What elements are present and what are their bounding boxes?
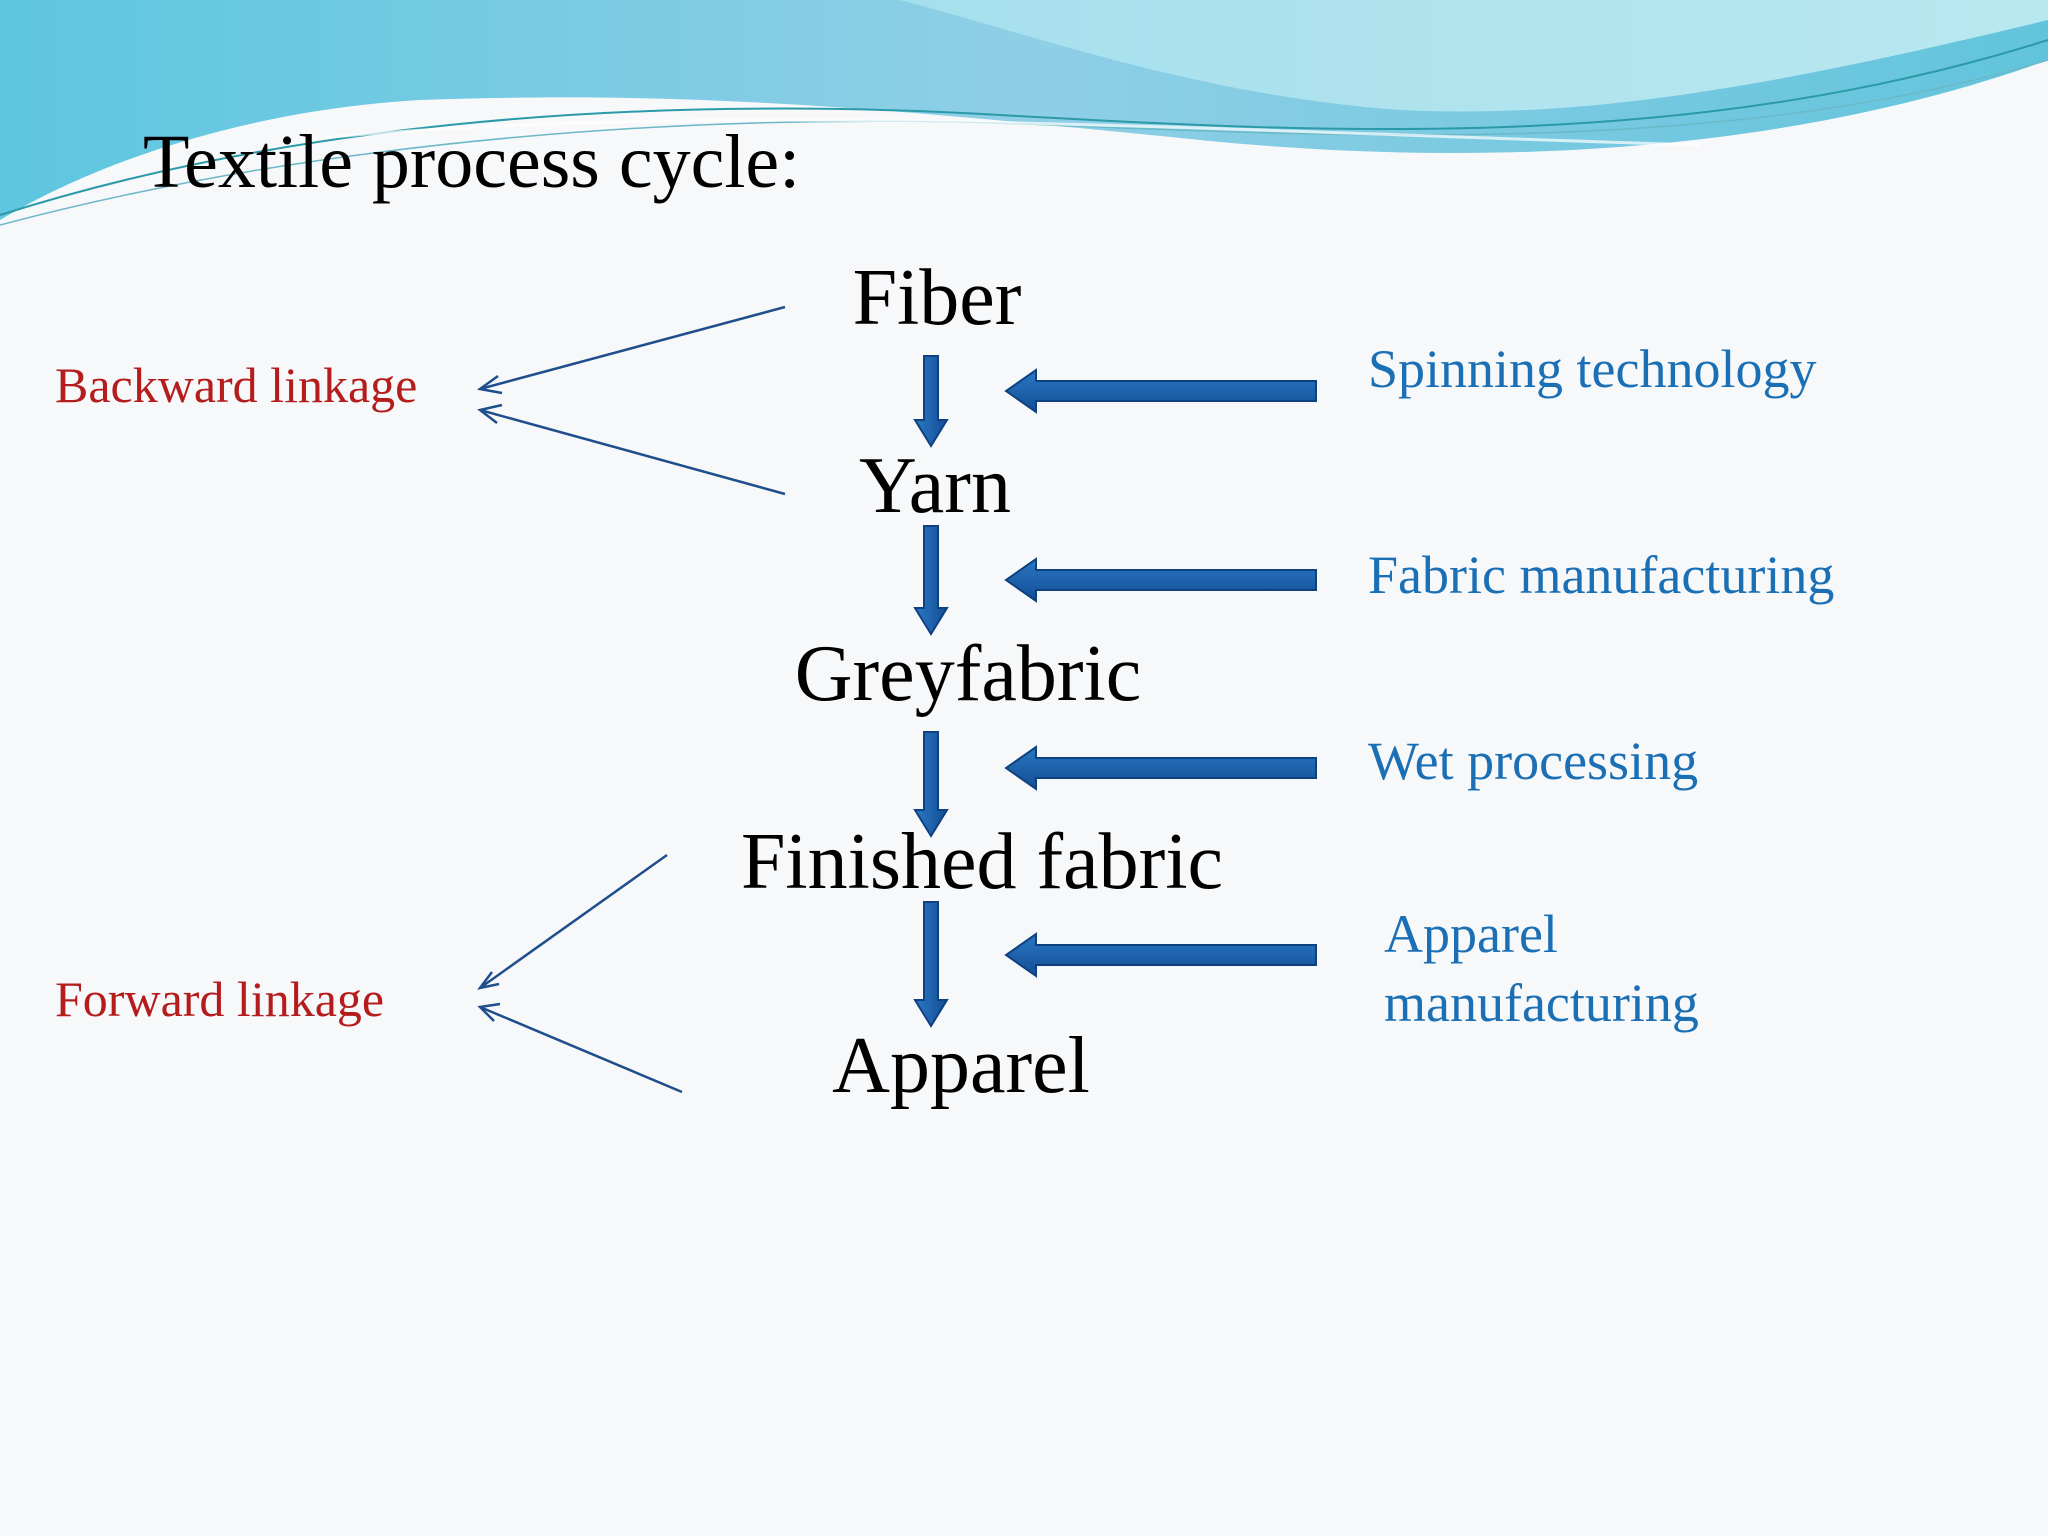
stage-fiber: Fiber xyxy=(852,254,1022,342)
wave-line-3 xyxy=(299,118,1701,147)
down-arrow-fiber-yarn xyxy=(913,355,949,448)
tech-apparel-manufacturing: Apparel manufacturing xyxy=(1384,904,1699,1033)
down-arrow-yarn-greyfabric xyxy=(913,525,949,636)
left-arrow-spinning xyxy=(1004,368,1317,414)
stage-greyfabric: Greyfabric xyxy=(794,630,1142,718)
left-arrow-apparel-manufacturing xyxy=(1004,932,1317,978)
stage-apparel: Apparel xyxy=(832,1022,1090,1110)
backward-arrowhead-lower xyxy=(477,403,503,424)
slide-title: Textile process cycle: xyxy=(143,120,801,204)
left-arrow-fabric-manufacturing xyxy=(1004,557,1317,603)
forward-arrowhead-upper xyxy=(477,971,500,990)
backward-arrow-lower xyxy=(479,408,786,496)
forward-linkage-label: Forward linkage xyxy=(55,971,385,1027)
forward-arrowhead-lower xyxy=(477,1002,501,1022)
backward-arrowhead-upper xyxy=(476,374,503,395)
tech-fabric-manufacturing: Fabric manufacturing xyxy=(1368,545,1835,605)
tech-spinning-technology: Spinning technology xyxy=(1368,339,1817,399)
backward-linkage-arrows xyxy=(476,305,786,496)
stage-finished-fabric: Finished fabric xyxy=(740,818,1224,906)
stage-yarn: Yarn xyxy=(859,442,1011,530)
backward-arrow-upper xyxy=(479,305,786,391)
wave-line-1 xyxy=(0,39,2048,216)
tech-wet-processing: Wet processing xyxy=(1368,731,1699,791)
down-arrow-greyfabric-finished xyxy=(913,731,949,838)
down-arrow-finished-apparel xyxy=(913,901,949,1028)
forward-linkage-arrows xyxy=(477,853,683,1094)
forward-arrow-upper xyxy=(479,853,668,990)
left-arrow-wet-processing xyxy=(1004,745,1317,791)
wave-band-light xyxy=(900,0,2048,112)
forward-arrow-lower xyxy=(479,1005,683,1094)
backward-linkage-label: Backward linkage xyxy=(55,357,418,413)
